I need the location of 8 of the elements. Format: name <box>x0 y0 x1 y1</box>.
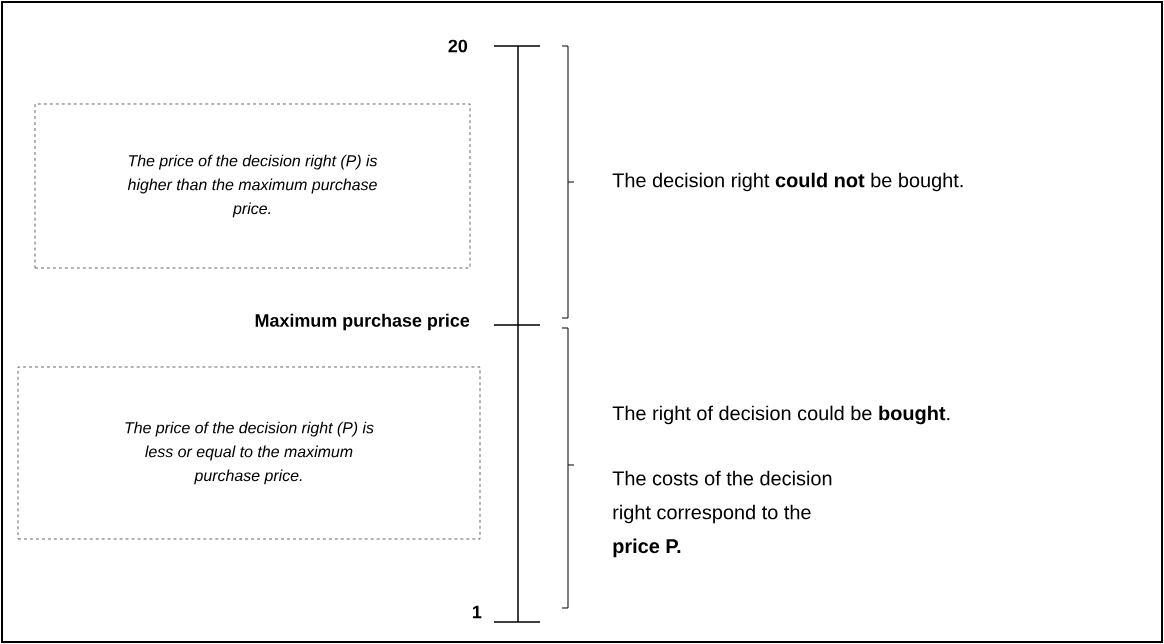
annotation-text: The decision right could not be bought. <box>612 172 963 192</box>
dashed-text-box: The price of the decision right (P) is higher than the maximum purchase price. <box>34 103 471 269</box>
scale-label: Maximum purchase price <box>255 313 470 331</box>
scale-value: 20 <box>448 39 468 53</box>
annotation-text: The costs of the decision right correspond to the price P. <box>612 470 832 558</box>
dashed-text-box: The price of the decision right (P) is less or equal to the maximum purchase price. <box>17 366 481 540</box>
scale-value: 1 <box>472 605 482 619</box>
annotation-text: The right of decision could be bought. <box>612 405 950 425</box>
